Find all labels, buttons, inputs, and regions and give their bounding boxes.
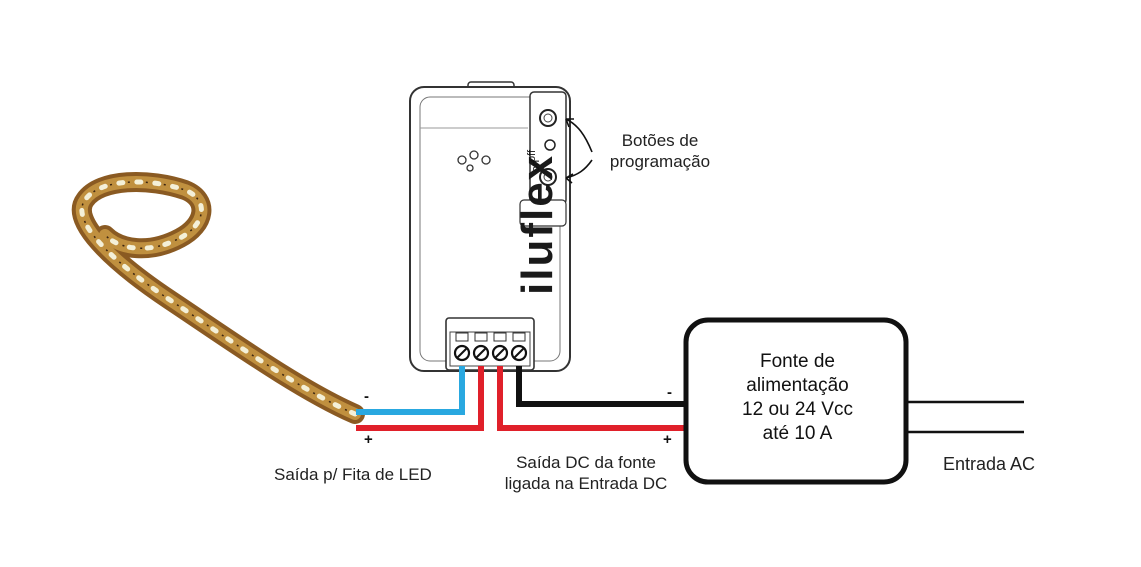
power-supply-label: Fonte de alimentação 12 ou 24 Vcc até 10… (690, 350, 905, 446)
on-label: on (530, 159, 543, 173)
wires (356, 366, 1024, 434)
logo-dot (469, 150, 479, 160)
ac-input-label: Entrada AC (943, 454, 1036, 474)
led-plus-marker: + (364, 431, 373, 448)
buttons-label: Botões de programação (598, 130, 722, 172)
psu-line3: 12 ou 24 Vcc (742, 399, 853, 420)
off-button (539, 109, 557, 127)
logo-dot (457, 155, 467, 165)
power-supply-box (683, 317, 909, 485)
buttons-label-line1: Botões de (621, 131, 699, 150)
psu-line1: Fonte de (760, 351, 835, 372)
psu-plus-marker: + (663, 431, 672, 448)
dc-output-line1: Saída DC da fonte (516, 453, 656, 472)
logo-dot (466, 164, 474, 172)
psu-line2: alimentação (746, 375, 849, 396)
dc-output-label: Saída DC da fonte ligada na Entrada DC (488, 452, 684, 494)
psu-negative-wire (516, 366, 688, 407)
psu-positive-wire (497, 366, 688, 431)
led-output-label: Saída p/ Fita de LED (274, 465, 432, 484)
psu-minus-marker: - (667, 384, 672, 401)
brand-logo: iluflex (513, 153, 562, 295)
psu-line4: até 10 A (762, 423, 833, 444)
led-negative-wire (356, 366, 465, 415)
led-minus-marker: - (364, 388, 369, 405)
led-strip (71, 172, 365, 424)
on-button (539, 168, 557, 186)
dc-output-line2: ligada na Entrada DC (504, 474, 668, 493)
led-positive-wire (356, 366, 484, 431)
logo-dot (481, 155, 491, 165)
button-arrows (565, 118, 593, 184)
controller-device (409, 81, 571, 372)
buttons-label-line2: programação (609, 152, 711, 171)
